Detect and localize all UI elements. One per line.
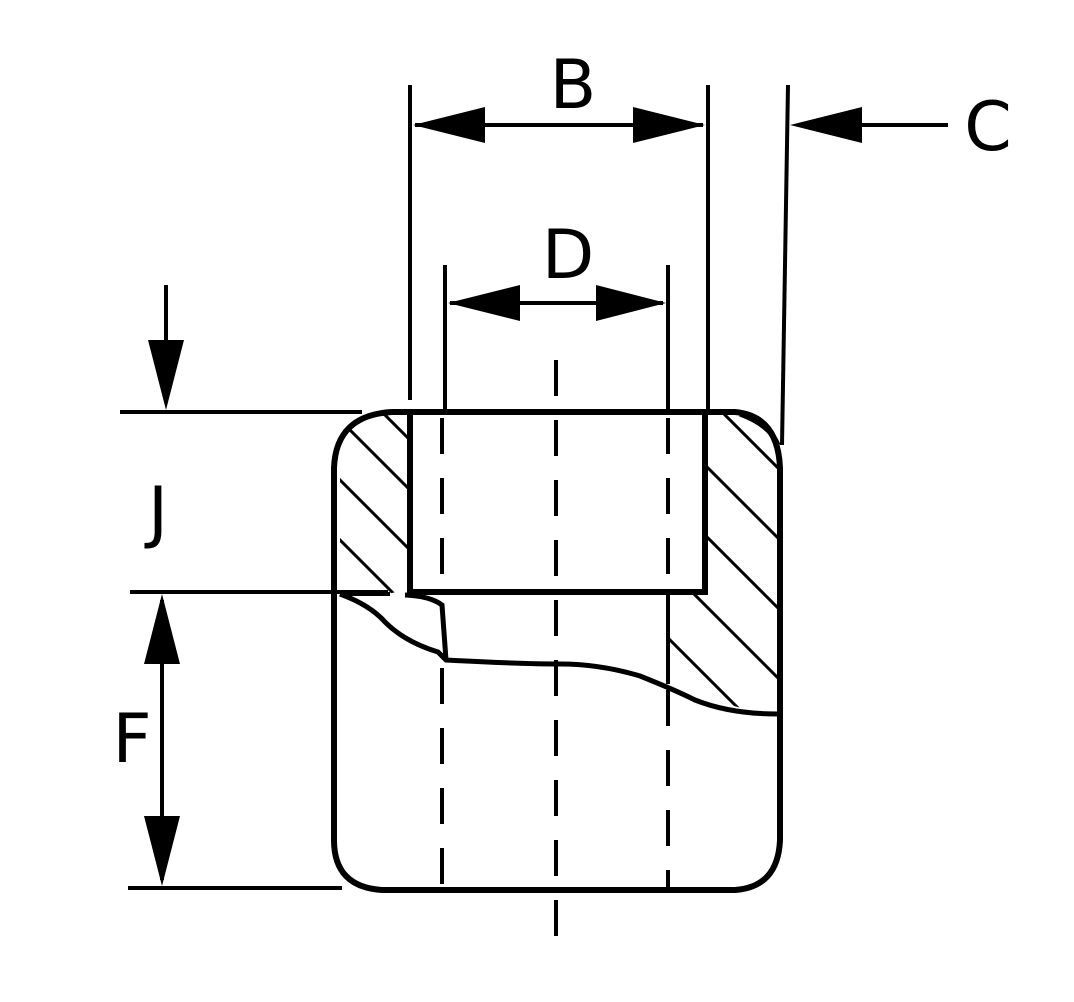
hidden-lines — [440, 418, 670, 888]
dimension-c — [780, 84, 948, 446]
section-break-line — [339, 591, 779, 717]
chamfer-detail — [739, 411, 781, 447]
dimension-f-label: F — [112, 700, 151, 779]
dimension-b-label: B — [550, 46, 597, 125]
dimension-c-label: C — [964, 88, 1011, 167]
dimension-j-label: J — [144, 473, 168, 552]
dimension-d-label: D — [542, 216, 594, 295]
bore-step — [404, 592, 449, 661]
dimension-b — [408, 85, 710, 410]
section-hatching-left — [340, 412, 410, 600]
dimension-j — [120, 285, 388, 594]
socket-bore — [407, 414, 708, 595]
dimension-f — [128, 594, 342, 890]
dimension-d — [443, 265, 670, 410]
